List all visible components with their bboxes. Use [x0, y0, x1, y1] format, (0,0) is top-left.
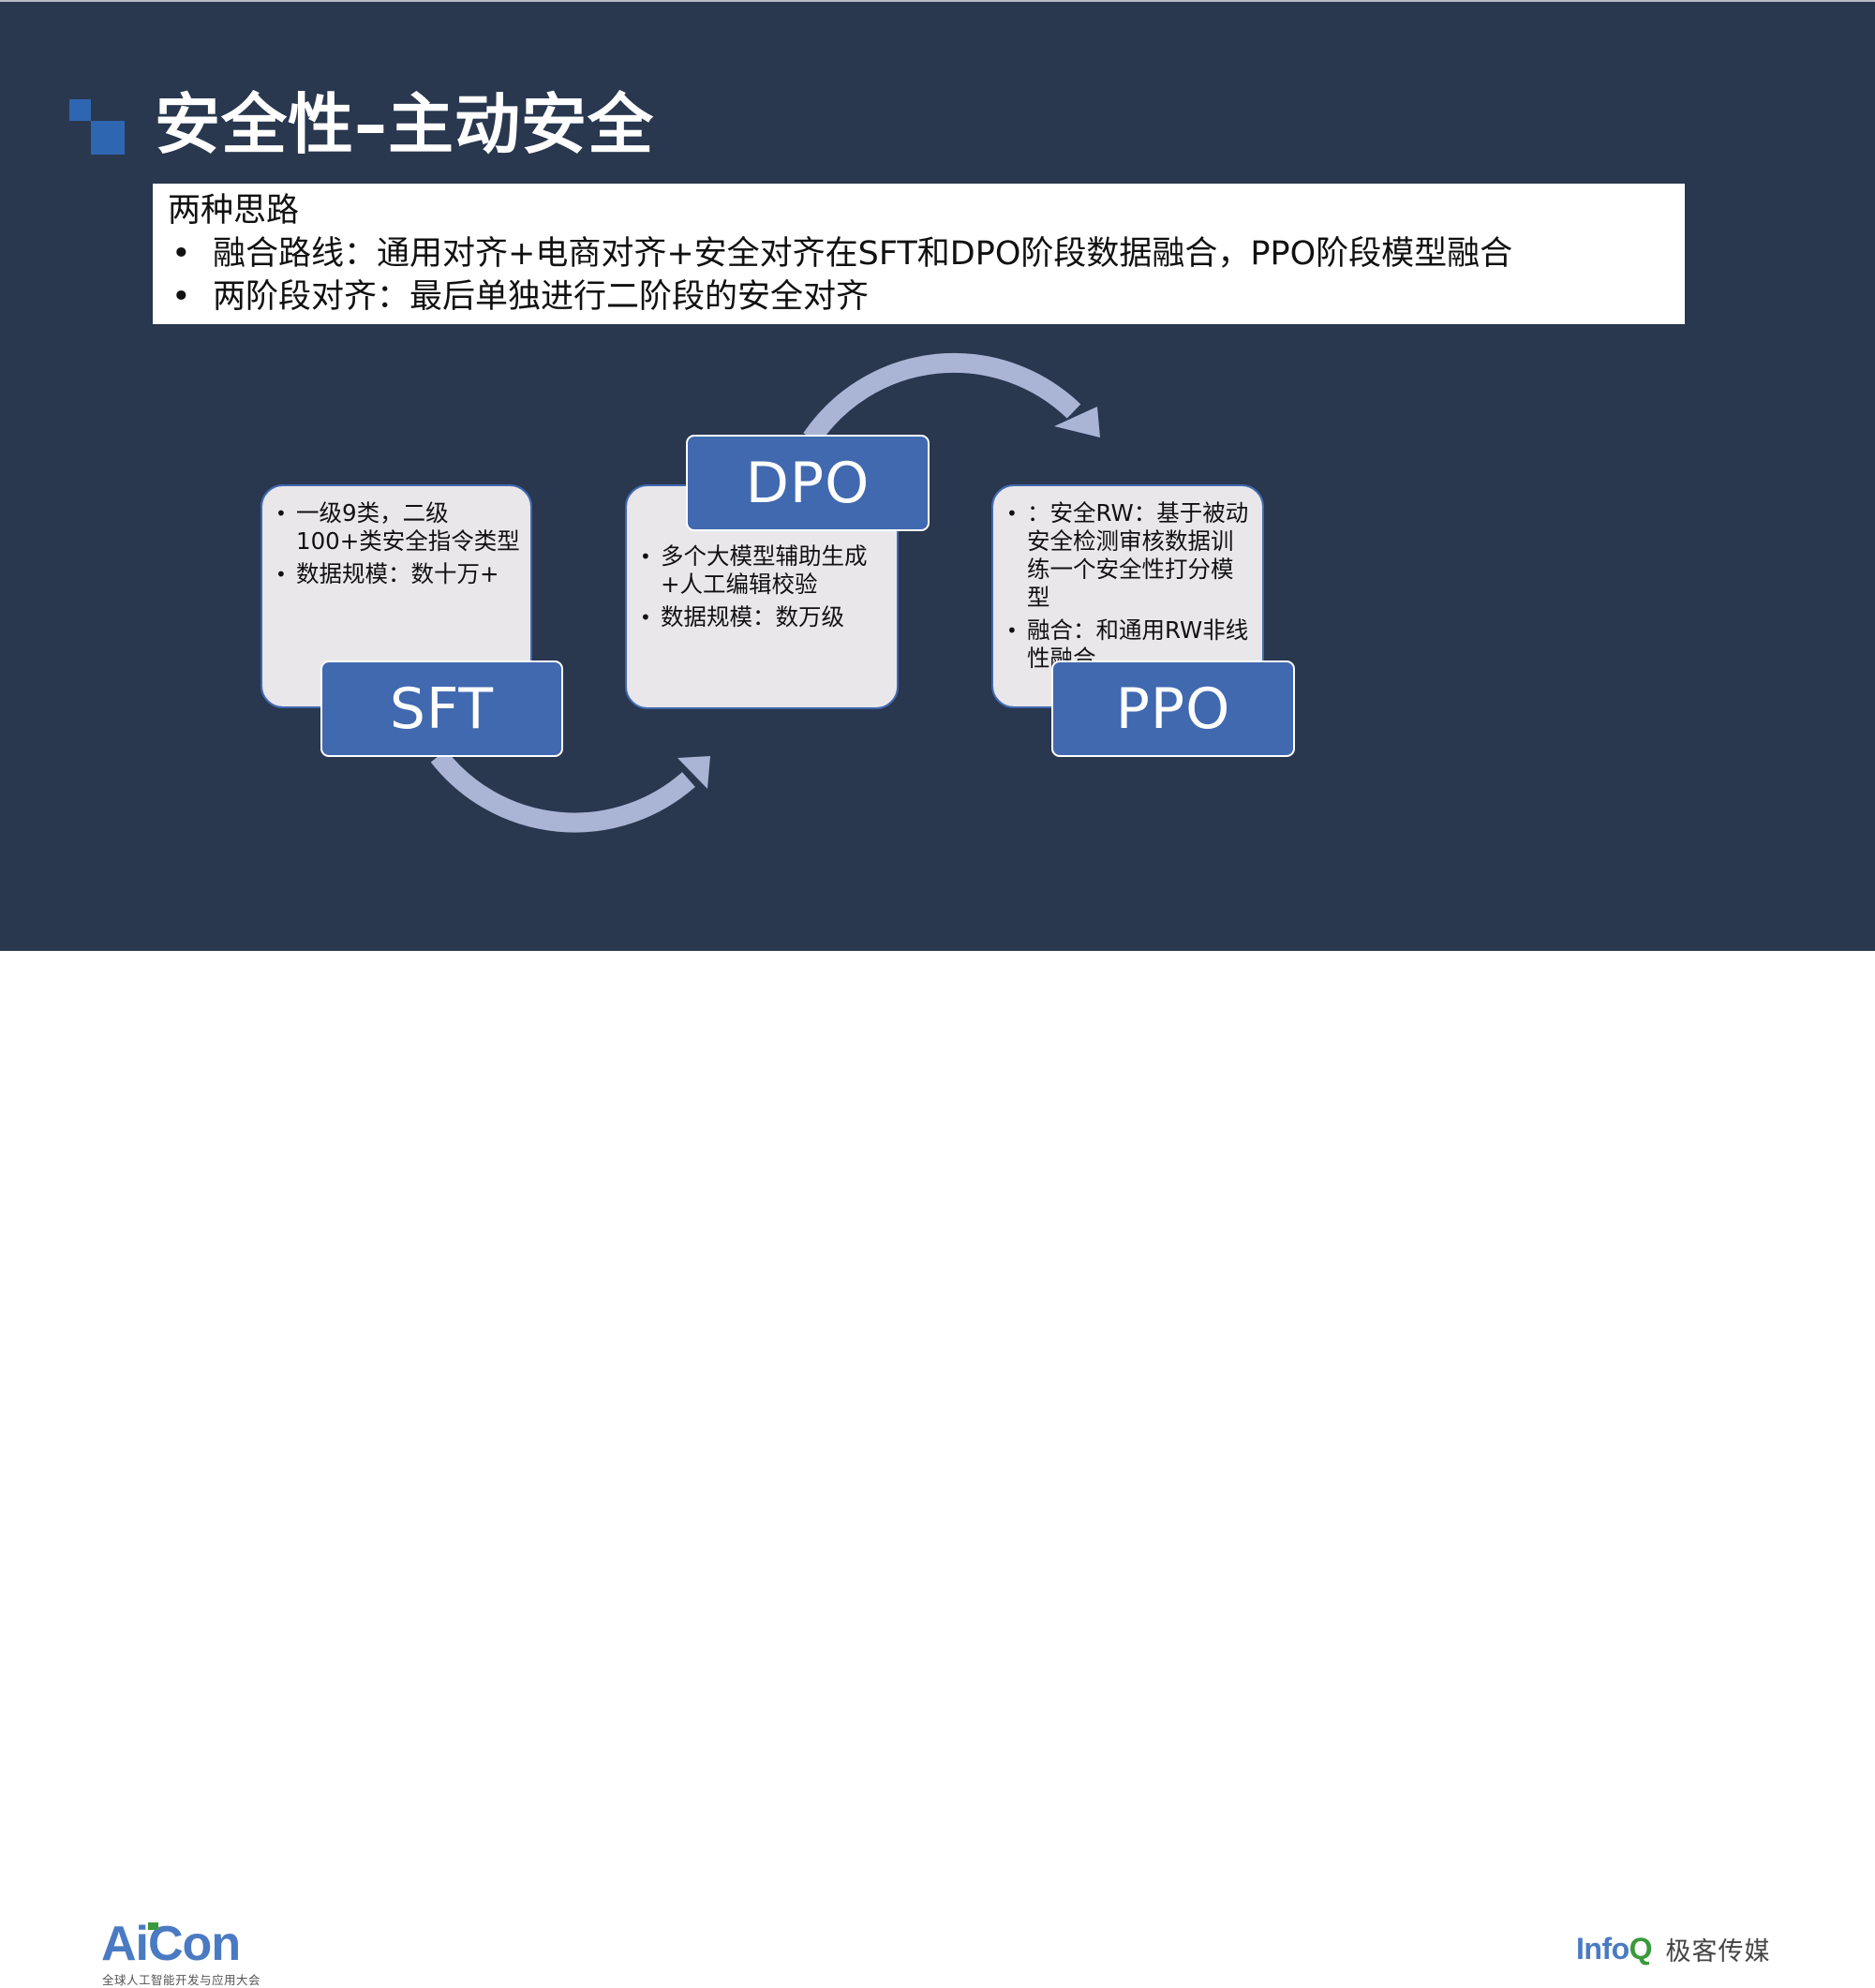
stage-dpo: DPO [686, 435, 930, 531]
cycle-diagram [430, 352, 1100, 833]
slide: 安全性–主动安全 两种思路 • 融合路线：通用对齐+电商对齐+安全对齐在SFT和… [0, 0, 1875, 951]
slide-title: 安全性–主动安全 [155, 86, 654, 163]
sft-bullet: •数据规模：数十万+ [275, 560, 499, 587]
stage-ppo: PPO [1051, 660, 1295, 757]
bullet-icon: • [171, 235, 191, 273]
aicon-logo-accent-icon [148, 1922, 158, 1930]
bullet-icon: • [640, 545, 651, 568]
bullet-icon: • [1006, 619, 1018, 642]
ppo-bullet: •融合：和通用RW非线性融合 [1006, 616, 1249, 672]
intro-item-text: 两阶段对齐：最后单独进行二阶段的安全对齐 [213, 278, 870, 316]
title-square-icon [69, 99, 91, 121]
title-square-icon-large [91, 121, 125, 155]
ppo-bullet: •：安全RW：基于被动安全检测审核数据训练一个安全性打分模型 [1006, 499, 1249, 611]
arrow-dpo-to-ppo-icon [803, 352, 1081, 444]
dpo-bullet: •数据规模：数万级 [640, 603, 844, 631]
intro-item-text: 融合路线：通用对齐+电商对齐+安全对齐在SFT和DPO阶段数据融合，PPO阶段模… [213, 235, 1513, 273]
bullet-icon: • [275, 563, 287, 586]
dpo-card: •多个大模型辅助生成+人工编辑校验 •数据规模：数万级 [625, 484, 899, 709]
aicon-logo-subtitle: 全球人工智能开发与应用大会 [102, 1973, 261, 1987]
intro-box: 两种思路 • 融合路线：通用对齐+电商对齐+安全对齐在SFT和DPO阶段数据融合… [153, 184, 1685, 324]
bullet-icon: • [640, 606, 651, 629]
dpo-bullet: •多个大模型辅助生成+人工编辑校验 [640, 542, 868, 598]
stage-sft: SFT [320, 660, 563, 757]
arrow-sft-to-dpo-icon [430, 749, 695, 833]
aicon-logo: AiCon 全球人工智能开发与应用大会 [101, 1918, 265, 1988]
sft-bullet: •一级9类，二级100+类安全指令类型 [275, 499, 520, 555]
infoq-logo-info: Info [1576, 1931, 1629, 1966]
bullet-icon: • [171, 278, 191, 316]
infoq-logo-cn: 极客传媒 [1665, 1936, 1771, 1966]
intro-list: • 融合路线：通用对齐+电商对齐+安全对齐在SFT和DPO阶段数据融合，PPO阶… [168, 232, 1670, 319]
arrowhead-sft-to-dpo-icon [677, 756, 710, 789]
infoq-logo-q: Q [1629, 1931, 1653, 1966]
intro-item: • 融合路线：通用对齐+电商对齐+安全对齐在SFT和DPO阶段数据融合，PPO阶… [168, 232, 1670, 275]
bullet-icon: • [275, 502, 287, 525]
bullet-icon: • [1006, 502, 1018, 525]
intro-item: • 两阶段对齐：最后单独进行二阶段的安全对齐 [168, 275, 1670, 319]
arrowhead-dpo-to-ppo-icon [1054, 407, 1100, 438]
aicon-logo-word: AiCon [101, 1917, 241, 1971]
intro-heading: 两种思路 [168, 192, 300, 230]
